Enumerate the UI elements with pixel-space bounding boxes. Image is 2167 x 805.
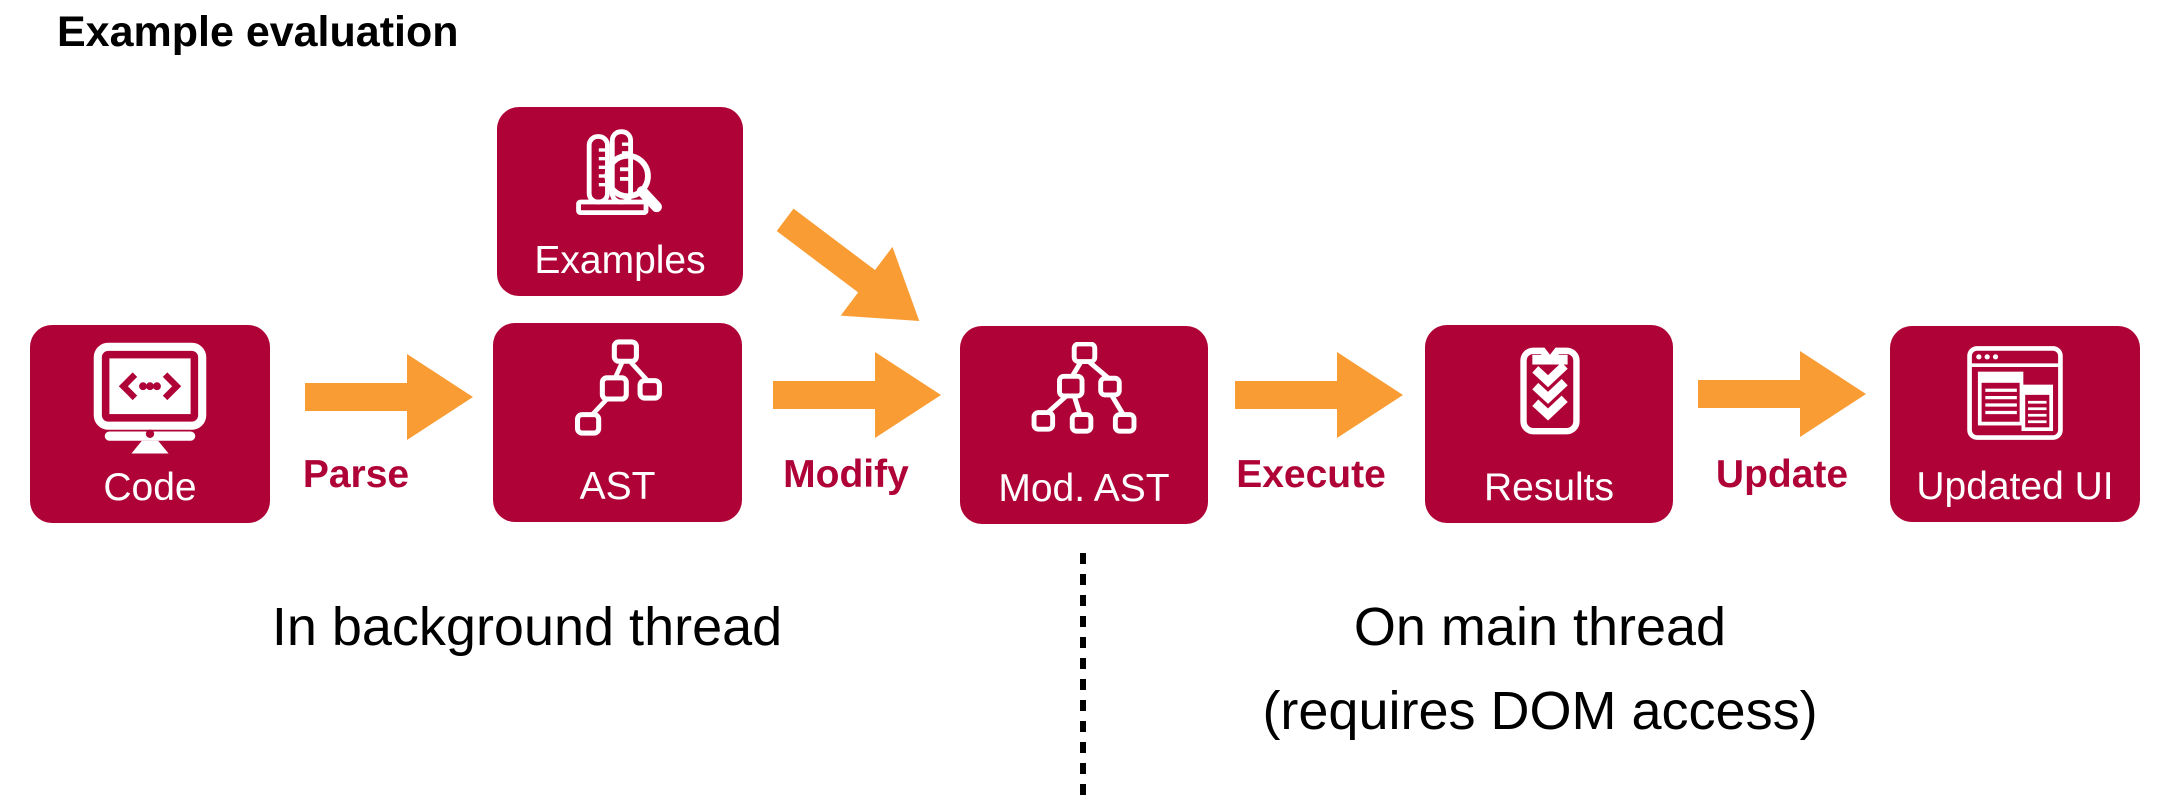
node-ast: AST [493,323,742,522]
examples-to-mod-ast-arrow [776,208,920,321]
modify-arrow [773,352,941,438]
update-label: Update [1715,453,1849,496]
node-results-label: Results [1483,466,1615,509]
syntax-tree-icon [574,339,662,436]
thread-boundary-dashed-line [1080,553,1086,803]
update-arrow [1698,351,1866,437]
main-thread-label: On main thread [1353,597,1727,657]
monitor-code-icon [93,342,207,454]
node-ast-label: AST [579,465,656,508]
node-examples-label: Examples [534,239,706,282]
node-updated-ui-label: Updated UI [1916,465,2114,508]
node-mod-ast: Mod. AST [960,326,1208,524]
parse-label: Parse [302,453,410,496]
browser-window-icon [1967,346,2063,440]
clipboard-checks-icon [1520,345,1580,435]
node-results: Results [1425,325,1673,523]
modified-syntax-tree-icon [1031,342,1137,434]
execute-arrow [1235,352,1403,438]
execute-label: Execute [1236,453,1386,496]
main-thread-sublabel: (requires DOM access) [1262,681,1818,741]
node-code-label: Code [103,466,197,509]
node-examples: Examples [497,107,743,296]
modify-label: Modify [783,453,909,496]
node-updated-ui: Updated UI [1890,326,2140,522]
parse-arrow [305,354,473,440]
node-mod-ast-label: Mod. AST [998,467,1170,510]
page-title: Example evaluation [57,8,459,56]
node-code: Code [30,325,270,523]
test-tubes-magnifier-icon [576,129,662,216]
background-thread-label: In background thread [271,597,783,657]
